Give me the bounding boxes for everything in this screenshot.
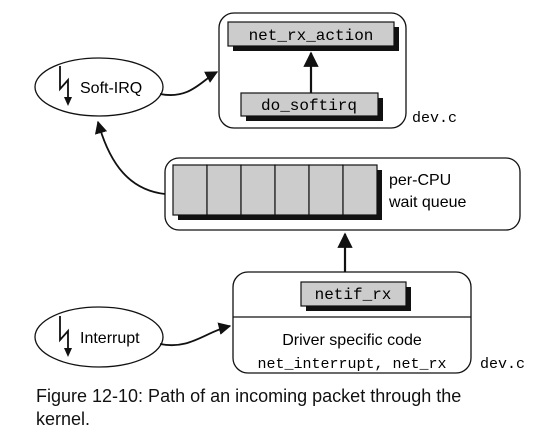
caption-line-2: kernel.: [36, 409, 91, 429]
softirq-to-handler-arrow: [159, 71, 219, 96]
queue-to-softirq-arrow: [94, 120, 166, 195]
queue-slot: [342, 164, 378, 216]
driver-desc: Driver specific code: [282, 332, 422, 349]
queue-slot: [308, 164, 344, 216]
queue-slot: [172, 164, 208, 216]
lightning-bolt-icon: [59, 316, 72, 357]
figure-caption: Figure 12-10: Path of an incoming packet…: [36, 385, 536, 431]
netif-rx-label: netif_rx: [300, 281, 411, 311]
do-softirq-label: do_softirq: [240, 92, 383, 121]
packet-path-diagram: net_rx_action do_softirq dev.c Soft-IRQ …: [34, 12, 525, 374]
queue-slot: [206, 164, 242, 216]
queue-slot: [274, 164, 310, 216]
net-rx-action-text: net_rx_action: [249, 27, 374, 45]
lightning-bolt-icon: [59, 66, 72, 106]
soft-irq-label: Soft-IRQ: [80, 80, 142, 97]
net-rx-action-label: net_rx_action: [227, 21, 399, 51]
wait-queue-box: per-CPU wait queue: [164, 157, 521, 231]
queue-slots: [172, 164, 378, 216]
netif-rx-text: netif_rx: [315, 286, 392, 304]
softirq-handler-box: net_rx_action do_softirq: [218, 12, 407, 129]
interrupt-node: Interrupt: [34, 306, 164, 368]
soft-irq-node: Soft-IRQ: [34, 57, 164, 117]
queue-label-line2: wait queue: [388, 194, 466, 211]
queue-label-line1: per-CPU: [389, 172, 451, 189]
do-softirq-text: do_softirq: [261, 97, 357, 115]
driver-box: netif_rx Driver specific code net_interr…: [232, 271, 472, 374]
driver-file-label: dev.c: [480, 356, 525, 373]
interrupt-to-driver-arrow: [159, 322, 232, 347]
caption-line-1: Figure 12-10: Path of an incoming packet…: [36, 386, 462, 406]
interrupt-label: Interrupt: [80, 330, 140, 347]
driver-functions: net_interrupt, net_rx: [257, 356, 446, 373]
queue-slot: [240, 164, 276, 216]
top-file-label: dev.c: [412, 110, 457, 127]
